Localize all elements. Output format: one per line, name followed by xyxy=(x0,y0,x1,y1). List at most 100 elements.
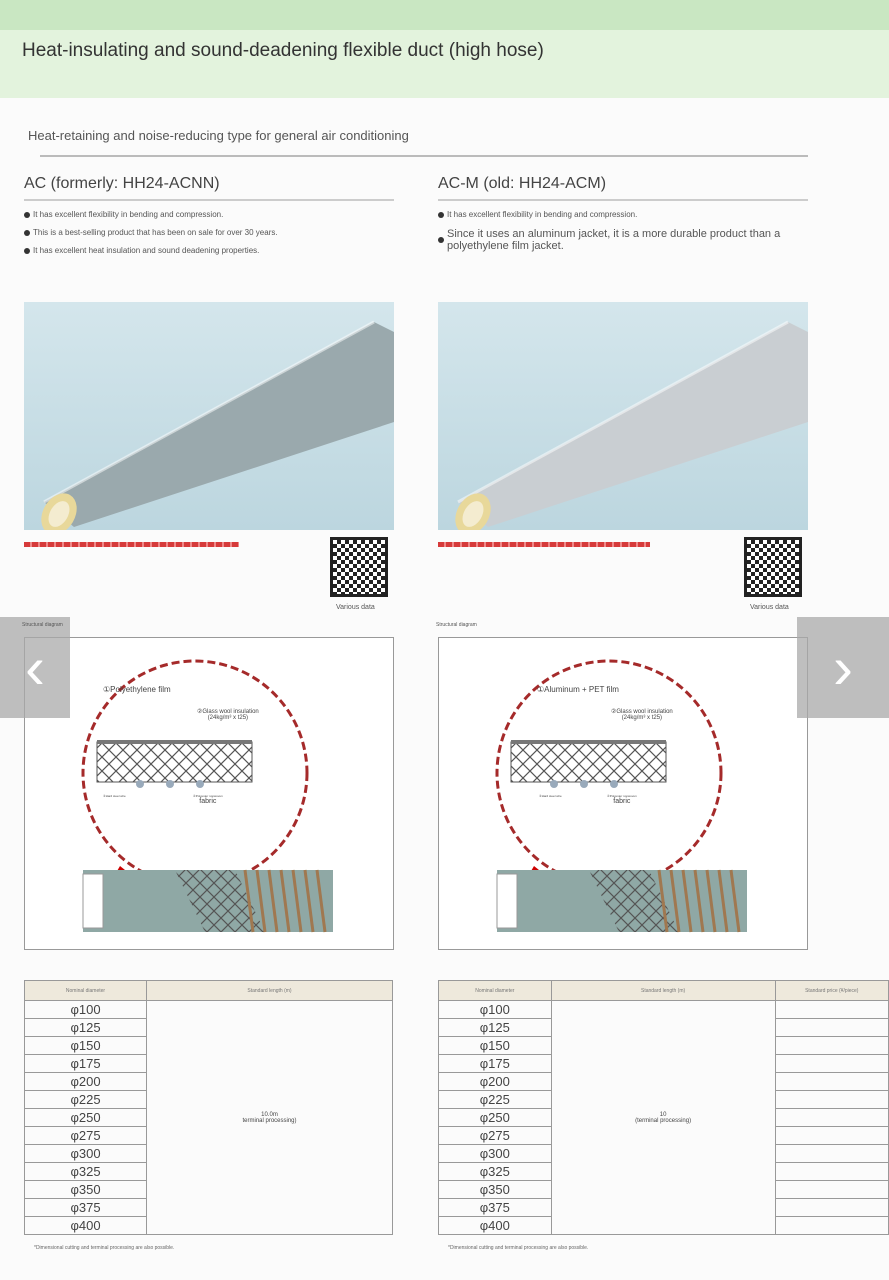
length-cell: 10(terminal processing) xyxy=(550,1000,776,1235)
layer-1-label: ①Polyethylene film xyxy=(103,685,171,694)
feature-bullet: It has excellent flexibility in bending … xyxy=(438,210,808,219)
table-row: φ175 xyxy=(438,1054,889,1073)
subtitle: Heat-retaining and noise-reducing type f… xyxy=(28,128,409,143)
table-header: Standard price (¥/piece) xyxy=(774,980,889,1001)
table-row: φ150 xyxy=(438,1036,889,1055)
table-row: φ400 xyxy=(438,1216,889,1235)
price-cell xyxy=(774,1036,889,1055)
price-cell xyxy=(774,1198,889,1217)
price-cell xyxy=(774,1216,889,1235)
feature-bullet: This is a best-selling product that has … xyxy=(24,228,394,237)
price-cell xyxy=(774,1144,889,1163)
diameter-cell: φ175 xyxy=(24,1054,147,1073)
next-arrow-button[interactable]: › xyxy=(797,617,889,718)
diameter-cell: φ300 xyxy=(438,1144,552,1163)
qr-label: Various data xyxy=(336,604,375,611)
product-photo xyxy=(438,302,808,535)
diameter-cell: φ275 xyxy=(24,1126,147,1145)
bullet-icon xyxy=(24,229,30,236)
diameter-cell: φ250 xyxy=(438,1108,552,1127)
qr-code[interactable] xyxy=(330,537,388,597)
product-name: AC-M (old: HH24-ACM) xyxy=(438,175,808,201)
diameter-cell: φ150 xyxy=(24,1036,147,1055)
feature-bullet: It has excellent flexibility in bending … xyxy=(24,210,394,219)
page-title: Heat-insulating and sound-deadening flex… xyxy=(22,40,544,61)
diameter-cell: φ225 xyxy=(438,1090,552,1109)
layer-2-label: ②Glass wool insulation(24kg/m³ x t25) xyxy=(611,709,673,721)
table-row: φ225 xyxy=(24,1090,393,1109)
diameter-cell: φ125 xyxy=(24,1018,147,1037)
table-row: φ350 xyxy=(438,1180,889,1199)
price-cell xyxy=(774,1162,889,1181)
structural-diagram: ①Aluminum + PET film ②Glass wool insulat… xyxy=(438,637,808,950)
bullet-icon xyxy=(438,211,444,218)
layer-1-label: ①Aluminum + PET film xyxy=(537,685,619,694)
diameter-cell: φ400 xyxy=(24,1216,147,1235)
link-bar[interactable] xyxy=(438,542,650,547)
diameter-cell: φ175 xyxy=(438,1054,552,1073)
price-cell xyxy=(774,1108,889,1127)
price-cell xyxy=(774,1180,889,1199)
diagram-label: Structural diagram xyxy=(436,622,477,628)
diameter-cell: φ350 xyxy=(438,1180,552,1199)
diameter-cell: φ225 xyxy=(24,1090,147,1109)
product-photo xyxy=(24,302,394,535)
layer-3-label: ③Hard steel wire xyxy=(103,794,126,798)
diameter-cell: φ200 xyxy=(438,1072,552,1091)
bullet-icon xyxy=(24,247,30,254)
product-0: AC (formerly: HH24-ACNN) It has excellent… xyxy=(24,175,394,255)
chevron-right-icon: › xyxy=(833,634,853,701)
layer-2-label: ②Glass wool insulation(24kg/m³ x t25) xyxy=(197,709,259,721)
table-row: φ325 xyxy=(24,1162,393,1181)
table-row: φ375 xyxy=(438,1198,889,1217)
diameter-cell: φ100 xyxy=(24,1000,147,1019)
product-name: AC (formerly: HH24-ACNN) xyxy=(24,175,394,201)
feature-bullet: It has excellent heat insulation and sou… xyxy=(24,246,394,255)
price-cell xyxy=(774,1054,889,1073)
bullet-icon xyxy=(24,211,30,218)
table-header: Standard length (m) xyxy=(550,980,776,1001)
chevron-left-icon: ‹ xyxy=(25,634,45,701)
diagram-drawing xyxy=(81,659,333,933)
diameter-cell: φ300 xyxy=(24,1144,147,1163)
diameter-cell: φ150 xyxy=(438,1036,552,1055)
diameter-cell: φ350 xyxy=(24,1180,147,1199)
qr-code[interactable] xyxy=(744,537,802,597)
duct-image xyxy=(455,320,808,535)
product-1: AC-M (old: HH24-ACM) It has excellent fle… xyxy=(438,175,808,252)
diameter-cell: φ250 xyxy=(24,1108,147,1127)
price-cell xyxy=(774,1000,889,1019)
header-band: Heat-insulating and sound-deadening flex… xyxy=(0,0,889,98)
table-note: *Dimensional cutting and terminal proces… xyxy=(448,1245,589,1251)
table-header: Standard length (m) xyxy=(146,980,393,1001)
price-cell xyxy=(774,1090,889,1109)
bullet-icon xyxy=(438,237,444,243)
table-header: Nominal diameter xyxy=(438,980,552,1001)
diameter-cell: φ200 xyxy=(24,1072,147,1091)
link-bar[interactable] xyxy=(24,542,239,547)
table-header: Nominal diameter xyxy=(24,980,147,1001)
price-cell xyxy=(774,1018,889,1037)
diameter-cell: φ125 xyxy=(438,1018,552,1037)
diameter-cell: φ325 xyxy=(24,1162,147,1181)
price-cell xyxy=(774,1126,889,1145)
diameter-cell: φ375 xyxy=(438,1198,552,1217)
table-row: φ400 xyxy=(24,1216,393,1235)
diameter-cell: φ100 xyxy=(438,1000,552,1019)
diameter-cell: φ400 xyxy=(438,1216,552,1235)
price-cell xyxy=(774,1072,889,1091)
table-row: φ175 xyxy=(24,1054,393,1073)
prev-arrow-button[interactable]: ‹ xyxy=(0,617,70,718)
qr-label: Various data xyxy=(750,604,789,611)
table-row: φ375 xyxy=(24,1198,393,1217)
diameter-cell: φ325 xyxy=(438,1162,552,1181)
diagram-drawing xyxy=(495,659,747,933)
table-row: φ225 xyxy=(438,1090,889,1109)
